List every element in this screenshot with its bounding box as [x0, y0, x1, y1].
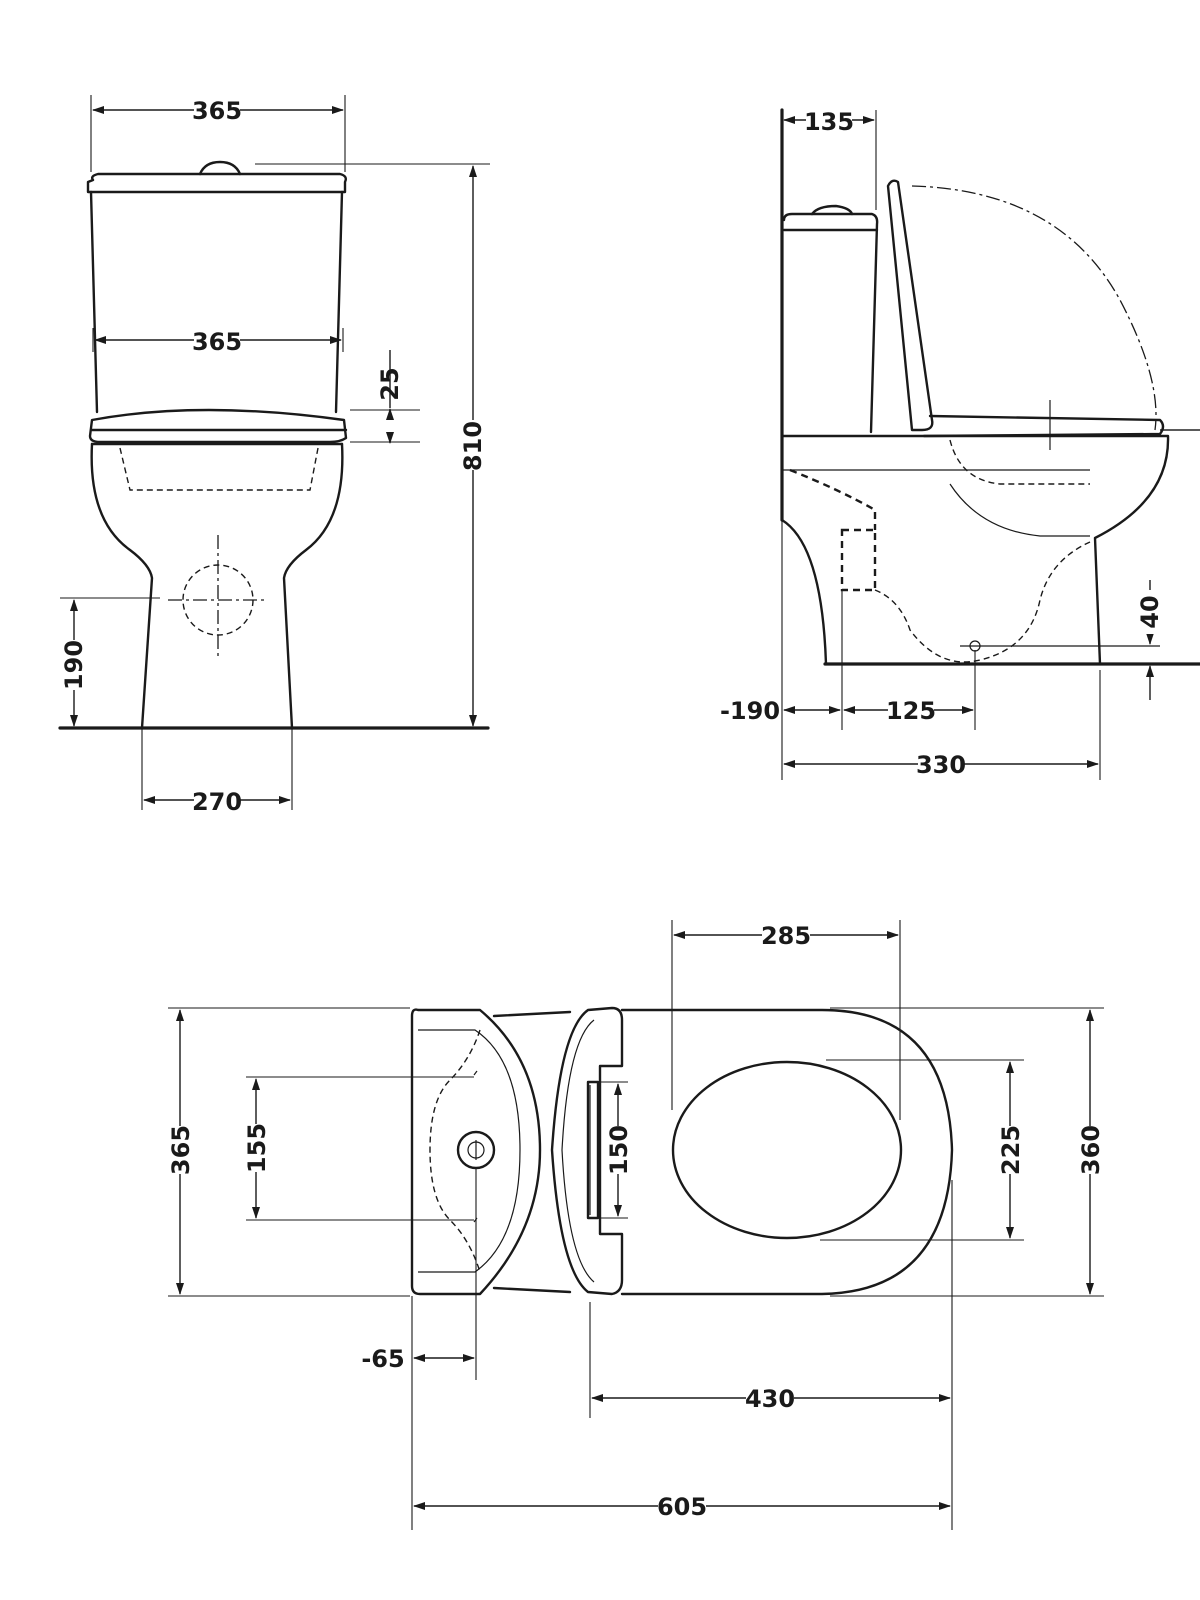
rim-hidden-line — [119, 447, 319, 491]
plan-connector — [492, 1010, 572, 1294]
plan-hinge-block — [550, 1006, 624, 1296]
dim-outlet-height-front: 190 — [60, 640, 88, 690]
dim-cistern-depth: 135 — [804, 108, 854, 136]
dim-base-width: 270 — [192, 788, 242, 816]
side-cistern — [782, 212, 879, 434]
bowl-outline — [90, 442, 344, 730]
dim-overall-height: 810 — [459, 421, 487, 471]
side-seat — [922, 414, 1165, 438]
side-view: 135 40 -190 125 330 — [720, 108, 1200, 780]
dim-cistern-top-width: 365 — [192, 97, 242, 125]
dim-wall-offset: -190 — [720, 697, 780, 725]
side-bowl-top — [780, 434, 1170, 666]
dim-bowl-width: 360 — [1077, 1125, 1105, 1175]
front-view: 365 365 25 810 190 270 — [58, 95, 490, 816]
dim-base-depth: 330 — [916, 751, 966, 779]
side-front-curve — [780, 518, 828, 666]
plan-view: 285 365 155 150 225 360 — [167, 920, 1105, 1530]
dim-side-outlet-centre: 125 — [886, 697, 936, 725]
dim-side-outlet-height: 40 — [1136, 595, 1164, 628]
lid-swing-arc — [911, 185, 1157, 431]
side-trapway-hidden — [874, 541, 1091, 663]
dim-bowl-length: 430 — [745, 1385, 795, 1413]
plan-seat-opening — [671, 1060, 903, 1240]
dim-plan-cistern-width: 365 — [167, 1125, 195, 1175]
plan-hinge — [586, 1080, 600, 1220]
raised-lid — [886, 179, 934, 432]
side-outlet-hidden — [840, 528, 877, 592]
seat — [88, 408, 348, 444]
dim-seat-thickness: 25 — [376, 367, 404, 400]
plan-bowl — [620, 1008, 954, 1296]
cistern-lid — [86, 172, 348, 194]
plan-cistern-hidden — [429, 1029, 481, 1273]
plan-cistern — [410, 1008, 542, 1296]
dim-seat-opening-length: 285 — [761, 922, 811, 950]
dim-inlet-offset: -65 — [361, 1345, 404, 1373]
dim-overall-length: 605 — [657, 1493, 707, 1521]
side-flush-button — [810, 204, 854, 216]
dim-hinge-centres: 150 — [605, 1125, 633, 1175]
dim-seat-opening-width: 225 — [997, 1125, 1025, 1175]
cistern-body — [89, 190, 344, 414]
flush-button — [198, 160, 242, 176]
side-trap-hidden — [789, 468, 877, 530]
dim-cistern-width: 365 — [192, 328, 242, 356]
dim-fixing-centres: 155 — [243, 1123, 271, 1173]
